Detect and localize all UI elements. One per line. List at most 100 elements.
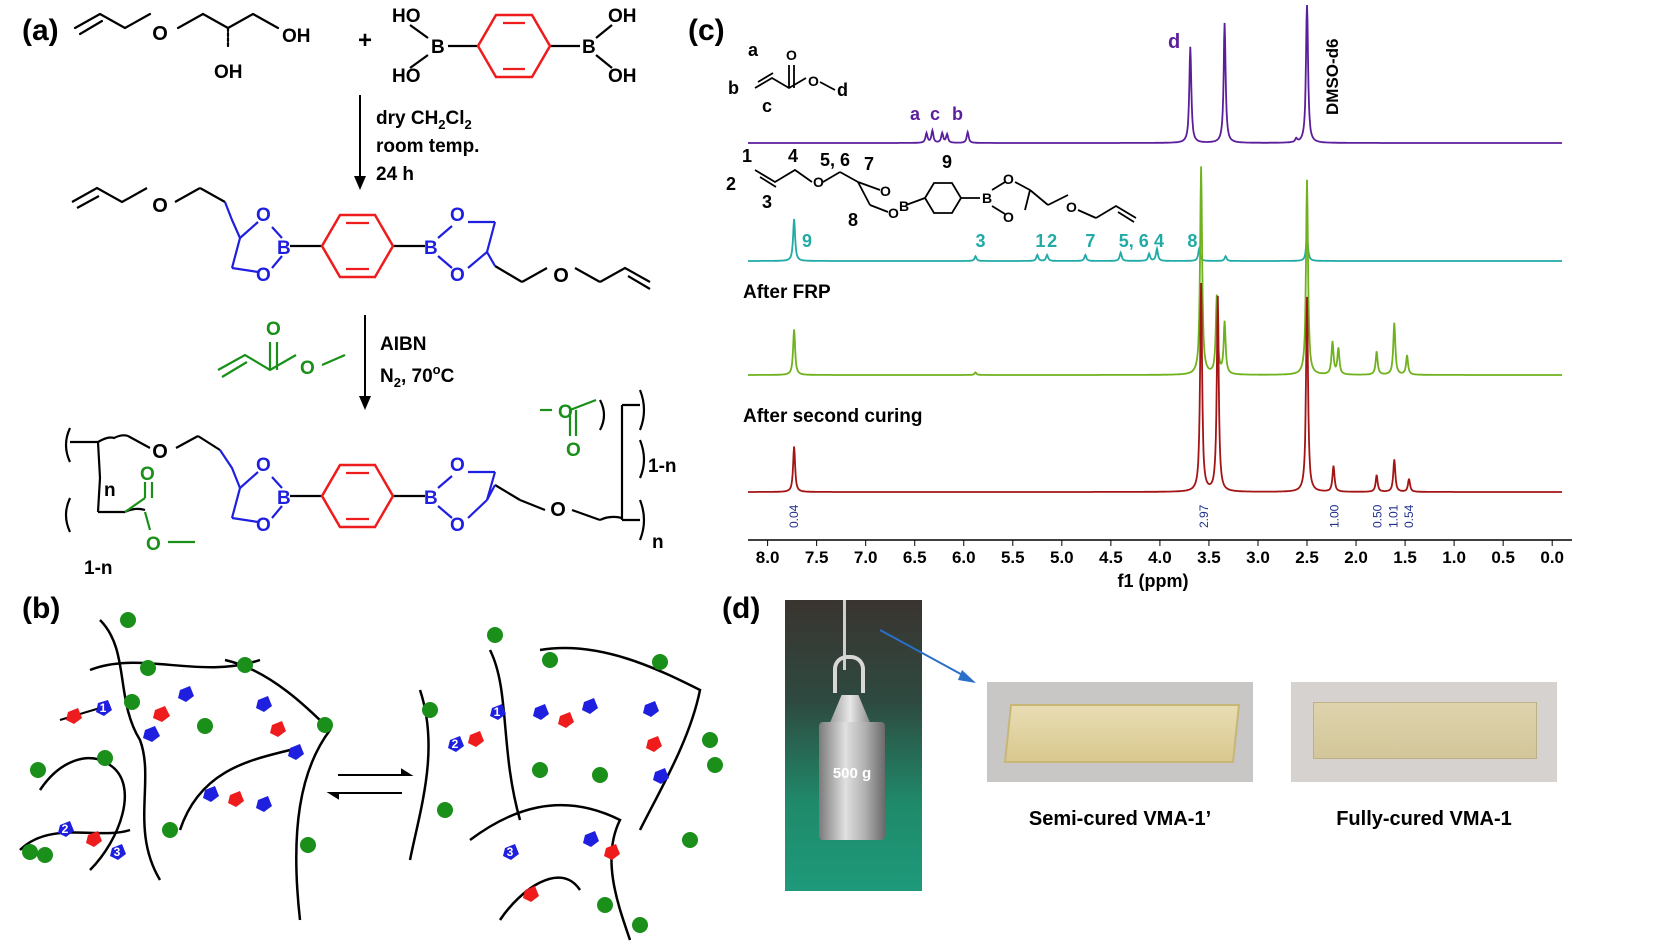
conditions-2-line2: N2, 70oC [380, 362, 455, 390]
atom-o-ester2: O [553, 265, 569, 287]
integral-label: 0.50 [1371, 504, 1385, 528]
mono-peak-label: 5, 6 [1119, 231, 1149, 251]
mono-peak-label: 8 [1187, 231, 1197, 251]
poly-o2: O [256, 515, 271, 536]
x-axis-label: f1 (ppm) [1118, 571, 1189, 591]
benzene-ring-ester [320, 213, 395, 279]
mono-label-3: 3 [762, 192, 772, 212]
x-tick-label: 4.0 [1148, 548, 1172, 567]
site-1-left: 1 [100, 701, 107, 715]
weight-label: 500 g [832, 765, 872, 782]
poly-o1: O [256, 455, 271, 476]
acrylate-o1: O [266, 319, 281, 340]
boron-label-1: B [431, 37, 445, 58]
poly-o4: O [450, 515, 465, 536]
integral-label: 0.04 [787, 504, 801, 528]
solvent-label: DMSO-d6 [1323, 39, 1342, 116]
poly-ester-o2: O [146, 534, 161, 555]
hanging-wire [843, 600, 846, 670]
mono-peak-label: 3 [976, 231, 986, 251]
mono-peak-label: 7 [1085, 231, 1095, 251]
site-3-left: 3 [114, 845, 121, 859]
mono-label-2: 2 [726, 174, 736, 194]
trace-title-frp: After FRP [743, 282, 831, 303]
ho-label-1: HO [392, 6, 421, 27]
mono-atom-b2: B [982, 190, 992, 206]
site-2-left: 2 [62, 822, 69, 836]
benzene-ring-reactant [476, 13, 552, 79]
weight-test-photo: 500 g [785, 600, 922, 891]
peak-label-c: c [930, 104, 940, 124]
plus-sign: + [358, 27, 372, 54]
poly-1n-2: 1-n [648, 456, 677, 477]
poly-o3: O [450, 455, 465, 476]
oh-label-4: OH [608, 66, 637, 87]
x-tick-label: 7.0 [854, 548, 878, 567]
ester-b2: B [424, 238, 438, 259]
atom-o-poly1: O [152, 441, 168, 463]
mono-atom-o1: O [813, 174, 824, 190]
benzene-ring-polymer [320, 463, 395, 529]
mono-atom-o2: O [880, 183, 891, 199]
mono-label-56: 5, 6 [820, 150, 850, 170]
ma-label-c: c [762, 96, 772, 116]
integral-label: 0.54 [1402, 504, 1416, 528]
conditions-2-line1: AIBN [380, 334, 426, 355]
poly-b2: B [424, 488, 438, 509]
scheme-a: O OH OH + HO HO B B OH OH dry CH2Cl2 roo… [64, 6, 677, 579]
atom-o-r1: O [152, 23, 168, 45]
nmr-trace-2 [748, 218, 1562, 262]
ester-o1: O [256, 205, 271, 226]
x-tick-label: 8.0 [756, 548, 780, 567]
mono-label-8: 8 [848, 210, 858, 230]
integral-label: 2.97 [1197, 504, 1211, 528]
ester-o2: O [256, 265, 271, 286]
linker-chains [58, 686, 669, 902]
x-tick-label: 1.5 [1393, 548, 1417, 567]
nmr-trace-3 [748, 166, 1562, 376]
x-tick-label: 5.0 [1050, 548, 1074, 567]
ester-b1: B [277, 238, 291, 259]
conditions-1-line1: dry CH2Cl2 [376, 108, 472, 132]
mono-label-7: 7 [864, 154, 874, 174]
oh-label-3: OH [608, 6, 637, 27]
peak-label-d: d [1168, 31, 1180, 53]
mono-label-9: 9 [942, 152, 952, 172]
mono-peak-label: 1 [1035, 231, 1045, 251]
fully-cured-film [1313, 702, 1537, 759]
oh-label-2: OH [214, 62, 243, 83]
panel-d-label: (d) [722, 592, 761, 625]
x-tick-label: 7.5 [805, 548, 829, 567]
panel-a-label: (a) [22, 14, 59, 47]
site-3-right: 3 [507, 845, 514, 859]
green-pendant-groups [22, 612, 723, 933]
equilibrium-arrows [326, 768, 414, 800]
hook-icon [833, 655, 865, 693]
nmr-trace-1 [748, 4, 1562, 144]
mono-peak-label: 4 [1154, 231, 1164, 251]
integral-label: 1.01 [1386, 504, 1400, 528]
ma-atom-o1: O [786, 47, 797, 63]
atom-o-poly2: O [550, 499, 566, 521]
boron-label-2: B [582, 37, 596, 58]
panel-c-label: (c) [688, 14, 725, 47]
mono-peak-label: 2 [1047, 231, 1057, 251]
pointer-arrow [880, 629, 976, 683]
mono-atom-o5: O [1003, 209, 1014, 225]
ester-o3: O [450, 205, 465, 226]
oh-label-1: OH [282, 26, 311, 47]
ma-label-d: d [837, 80, 848, 100]
x-tick-label: 1.0 [1442, 548, 1466, 567]
conditions-1-line3: 24 h [376, 164, 414, 185]
integral-label: 1.00 [1327, 504, 1341, 528]
poly-n-2: n [652, 532, 664, 553]
mono-peak-label: 9 [802, 231, 812, 251]
mono-label-4: 4 [788, 146, 798, 166]
nmr-traces [748, 4, 1562, 493]
x-tick-label: 0.5 [1491, 548, 1515, 567]
x-tick-label: 6.5 [903, 548, 927, 567]
sample-photo-semi-cured [987, 682, 1253, 782]
